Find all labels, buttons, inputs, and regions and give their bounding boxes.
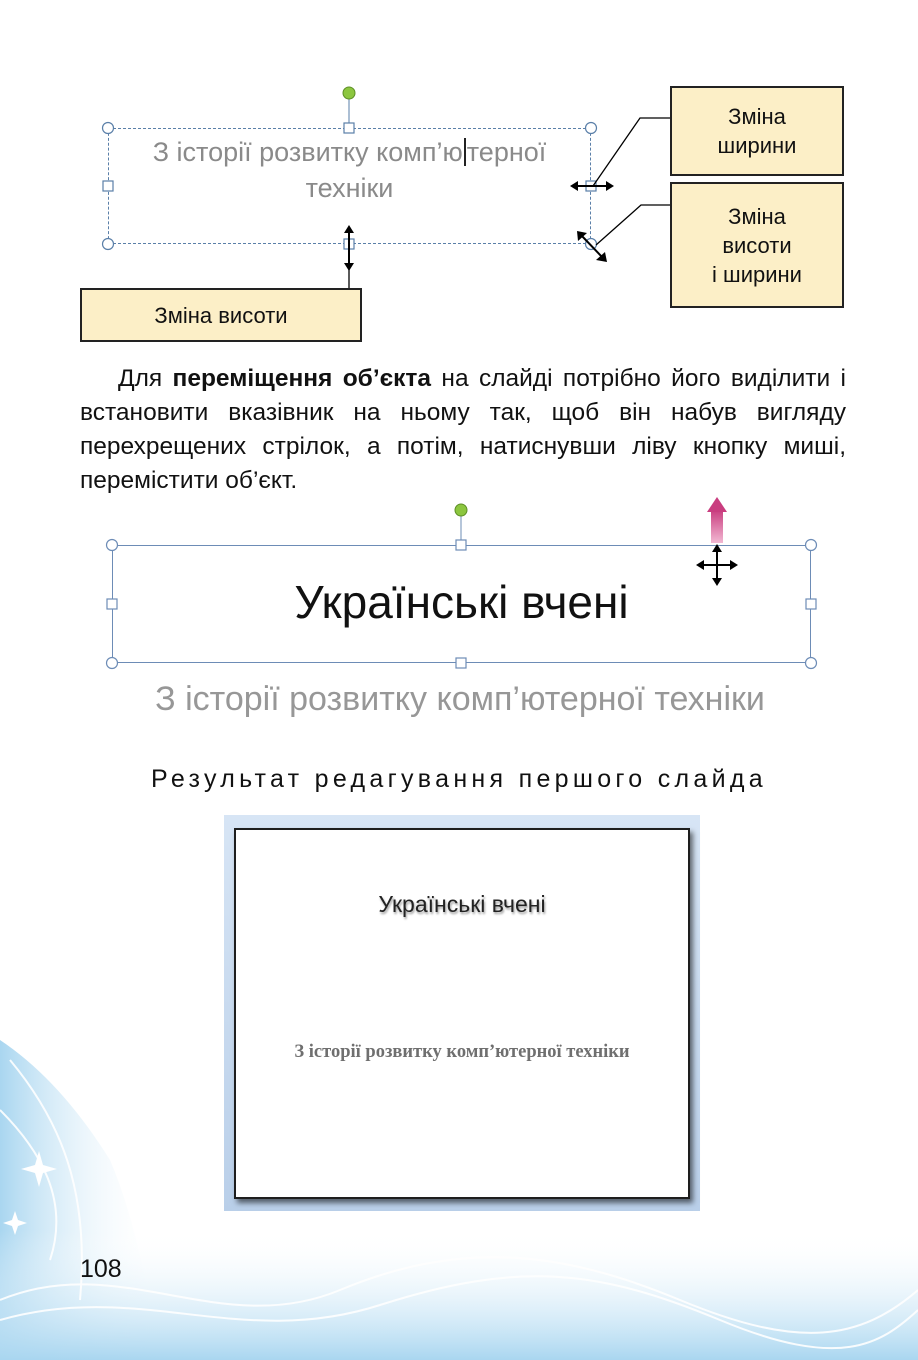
- paragraph-rest: на слайді потрібно його виділити і встан…: [80, 365, 846, 494]
- callout-width-line1: Зміна: [728, 104, 786, 129]
- text-cursor: [463, 138, 466, 166]
- slide-preview: Українські вчені З історії розвитку комп…: [234, 828, 690, 1199]
- callout-height-width-change: Зміна висоти і ширини: [670, 182, 844, 308]
- slide-title-text: Українські вчені: [294, 576, 629, 628]
- callout-width-change: Зміна ширини: [670, 86, 844, 176]
- corner-handle-bottom-left: [101, 237, 115, 251]
- figure1-handles-and-pointers: [101, 86, 670, 288]
- side-handle-top: [343, 122, 355, 134]
- callout-width-line2: ширини: [717, 133, 797, 158]
- callout-hw-line1: Зміна: [728, 203, 786, 229]
- corner-handle-top-left: [105, 538, 119, 552]
- side-handle-top: [455, 539, 467, 551]
- resize-diagonal-icon: [577, 231, 607, 262]
- figure-caption: Результат редагування першого слайда: [151, 765, 767, 793]
- slide-subtitle-text: З історії розвитку комп’ютерної техніки: [155, 680, 765, 718]
- paragraph-lead: Для: [118, 365, 173, 392]
- side-handle-left: [106, 598, 118, 610]
- resize-horizontal-icon: [570, 181, 614, 191]
- placeholder-text-part1: З історії розвитку комп’ю: [152, 137, 463, 167]
- corner-handle-top-left: [101, 121, 115, 135]
- corner-handle-top-right: [804, 538, 818, 552]
- figure2-handles-and-pointers: [105, 497, 818, 670]
- side-handle-right: [805, 598, 817, 610]
- move-cursor-icon: [696, 544, 738, 586]
- side-handle-left: [102, 180, 114, 192]
- slide-preview-title: Українські вчені: [378, 891, 546, 917]
- side-handle-bottom: [455, 657, 467, 669]
- corner-handle-bottom-right: [804, 656, 818, 670]
- callout-hw-line2: висоти: [722, 232, 792, 258]
- callout-height-label: Зміна висоти: [154, 302, 288, 328]
- leader-line-width: [592, 117, 670, 187]
- page-number: 108: [80, 1255, 122, 1283]
- placeholder-text-line2: техніки: [305, 173, 394, 203]
- leader-line-height-width: [595, 204, 670, 246]
- move-direction-arrow-icon: [707, 497, 727, 543]
- callout-height-change: Зміна висоти: [80, 288, 362, 342]
- corner-handle-bottom-left: [105, 656, 119, 670]
- paragraph-bold-term: переміщення об’єкта: [172, 365, 432, 392]
- slide-preview-subtitle: З історії розвитку комп’ютерної техніки: [294, 1042, 630, 1062]
- rotate-handle-icon: [342, 86, 356, 100]
- rotate-handle-icon: [454, 503, 468, 517]
- placeholder-text-part2: терної: [466, 137, 547, 167]
- body-paragraph: Для переміщення об’єкта на слайді потріб…: [80, 362, 846, 498]
- callout-hw-line3: і ширини: [712, 261, 802, 287]
- corner-handle-top-right: [584, 121, 598, 135]
